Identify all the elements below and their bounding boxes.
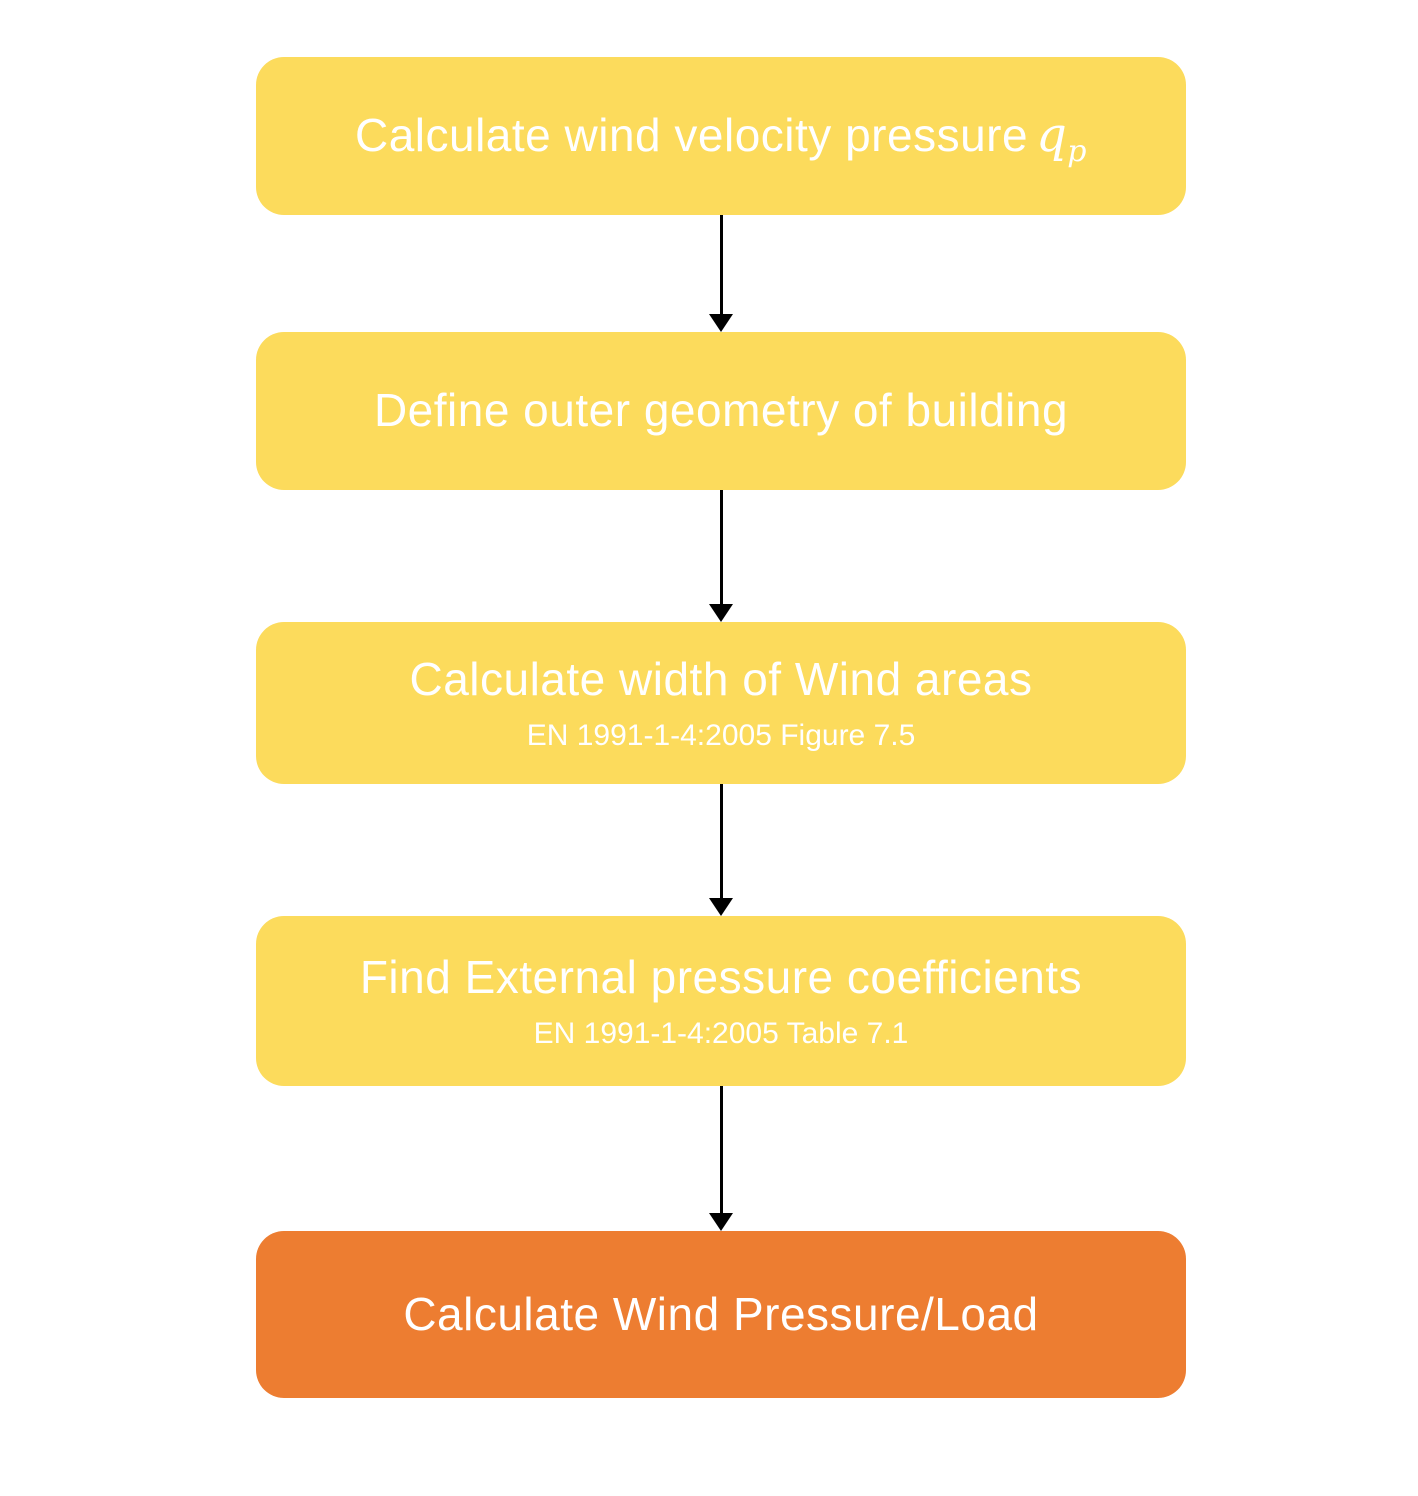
math-variable: q <box>1036 107 1068 164</box>
node-label: Find External pressure coefficients <box>359 951 1083 1004</box>
node-label: Define outer geometry of building <box>373 384 1069 437</box>
arrow-down-icon <box>709 1213 733 1231</box>
arrow-line <box>719 784 723 898</box>
connector-arrow-4 <box>256 1086 1186 1231</box>
math-symbol-qp: qp <box>1036 107 1087 167</box>
connector-arrow-3 <box>256 784 1186 916</box>
flowchart-node-pressure-coefficients: Find External pressure coefficients EN 1… <box>256 916 1186 1086</box>
flowchart-node-outer-geometry: Define outer geometry of building <box>256 332 1186 490</box>
node-sublabel: EN 1991-1-4:2005 Figure 7.5 <box>526 718 916 752</box>
math-subscript: p <box>1067 134 1088 170</box>
arrow-line <box>719 215 723 314</box>
node-sublabel: EN 1991-1-4:2005 Table 7.1 <box>533 1016 909 1050</box>
flowchart-node-wind-pressure-load: Calculate Wind Pressure/Load <box>256 1231 1186 1398</box>
connector-arrow-2 <box>256 490 1186 622</box>
arrow-down-icon <box>709 604 733 622</box>
arrow-line <box>719 490 723 604</box>
flowchart-node-wind-areas: Calculate width of Wind areas EN 1991-1-… <box>256 622 1186 784</box>
arrow-down-icon <box>709 314 733 332</box>
arrow-line <box>719 1086 723 1213</box>
node-label: Calculate Wind Pressure/Load <box>403 1287 1039 1340</box>
node-label-text: Calculate wind velocity pressure <box>354 109 1029 162</box>
node-label: Calculate width of Wind areas <box>409 653 1033 706</box>
connector-arrow-1 <box>256 215 1186 332</box>
arrow-down-icon <box>709 898 733 916</box>
